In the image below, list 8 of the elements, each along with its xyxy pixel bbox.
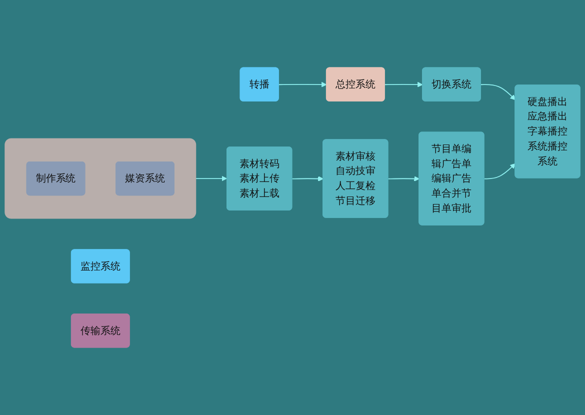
arrow <box>480 84 516 100</box>
arrow <box>278 82 327 88</box>
arrow <box>384 82 423 88</box>
arrow <box>388 176 420 182</box>
arrow <box>195 176 228 182</box>
arrow <box>292 176 324 182</box>
cluster <box>4 138 196 219</box>
arrow <box>484 163 516 180</box>
